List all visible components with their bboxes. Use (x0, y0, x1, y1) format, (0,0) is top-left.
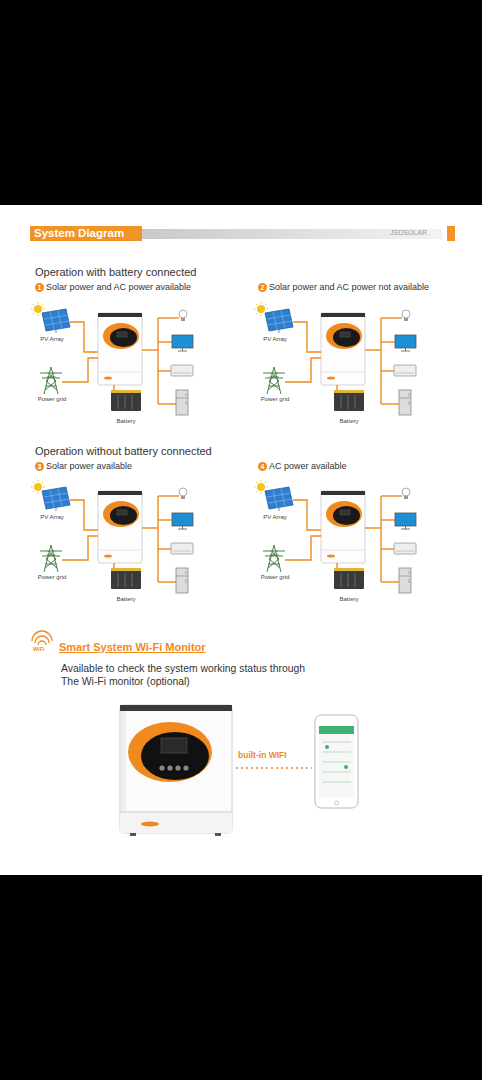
power-grid-node: Power grid (30, 544, 74, 580)
power-grid-label: Power grid (22, 396, 82, 402)
scenario-title: Solar power available (46, 462, 132, 471)
callout-text: built-in WIFI (238, 751, 287, 760)
section-heading: Operation without battery connected (35, 446, 212, 457)
pv-array-node: PV Array (30, 482, 74, 520)
wifi-icon (32, 631, 52, 645)
power-grid-node: Power grid (253, 544, 297, 580)
pv-array-node: PV Array (253, 304, 297, 342)
scenario-title: AC power available (269, 462, 347, 471)
phone (315, 715, 358, 808)
pv-array-label: PV Array (245, 336, 305, 342)
battery-node: Battery (106, 389, 146, 424)
battery-node: Battery (329, 567, 369, 602)
callout-number: 3 (35, 462, 44, 471)
callout-number: 2 (258, 283, 267, 292)
power-grid-node: Power grid (253, 366, 297, 402)
brand-text: JSDSOLAR (390, 229, 427, 236)
inverter-large (120, 705, 232, 836)
battery-node: Battery (106, 567, 146, 602)
scenario-title: Solar power and AC power not available (269, 283, 429, 292)
wifi-logo-text: WiFi (33, 647, 45, 653)
feature-description: Available to check the system working st… (61, 662, 313, 688)
scenario-title: Solar power and AC power available (46, 283, 191, 292)
battery-label: Battery (321, 596, 377, 602)
section-heading: Operation with battery connected (35, 267, 196, 278)
power-grid-node: Power grid (30, 366, 74, 402)
pv-array-node: PV Array (30, 304, 74, 342)
pv-array-label: PV Array (245, 514, 305, 520)
pv-array-node: PV Array (253, 482, 297, 520)
feature-heading: Smart System Wi-Fi Monitor (59, 642, 206, 653)
header-banner (30, 226, 455, 241)
battery-node: Battery (329, 389, 369, 424)
page-title: System Diagram (34, 228, 124, 240)
battery-label: Battery (98, 596, 154, 602)
white-sheet (0, 205, 482, 875)
battery-label: Battery (98, 418, 154, 424)
pv-array-label: PV Array (22, 336, 82, 342)
battery-label: Battery (321, 418, 377, 424)
callout-number: 1 (35, 283, 44, 292)
wifi-link (236, 767, 312, 769)
power-grid-label: Power grid (245, 574, 305, 580)
callout-number: 4 (258, 462, 267, 471)
pv-array-label: PV Array (22, 514, 82, 520)
power-grid-label: Power grid (245, 396, 305, 402)
power-grid-label: Power grid (22, 574, 82, 580)
